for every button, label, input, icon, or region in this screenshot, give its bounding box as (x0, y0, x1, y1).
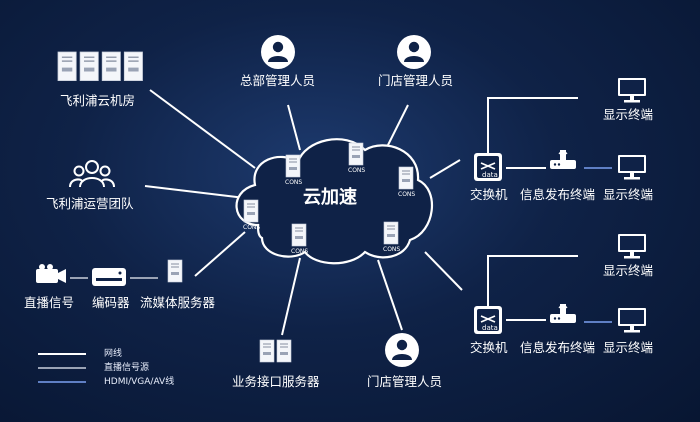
store-admin-bottom-label: 门店管理人员 (367, 374, 443, 389)
switch-2-label: 交换机 (470, 340, 508, 355)
api-server-icon (259, 339, 292, 363)
display-4-icon (618, 308, 646, 333)
hdmi-links (584, 167, 612, 323)
legend-label-hdmi: HDMI/VGA/AV线 (104, 377, 175, 387)
switch-1-data-label: data (482, 171, 498, 179)
display-2-label: 显示终端 (603, 187, 654, 202)
display-4-label: 显示终端 (603, 340, 654, 355)
publisher-2-icon (549, 303, 577, 324)
cons-label: CONS (285, 179, 303, 186)
cloud-room-servers-icon (57, 51, 144, 82)
network-links (144, 89, 578, 336)
cons-label: CONS (398, 191, 416, 198)
publisher-1-icon (549, 149, 577, 170)
cloud-room-label: 飞利浦云机房 (60, 93, 136, 108)
legend-label-network-cable: 网线 (104, 349, 123, 359)
display-3-icon (618, 234, 646, 259)
cloud-label: 云加速 (303, 187, 357, 208)
switch-2-data-label: data (482, 324, 498, 332)
live-signal-label: 直播信号 (24, 295, 75, 310)
store-admin-top-label: 门店管理人员 (378, 73, 454, 88)
hq-admin-avatar-icon (261, 35, 295, 69)
team-icon (69, 160, 115, 188)
display-2-icon (618, 155, 646, 180)
display-1-label: 显示终端 (603, 107, 654, 122)
switch-1-label: 交换机 (470, 187, 508, 202)
cons-label: CONS (291, 248, 309, 255)
hq-admin-label: 总部管理人员 (240, 73, 316, 88)
cloud-shape (235, 138, 433, 265)
store-admin-top-avatar-icon (397, 35, 431, 69)
cons-label: CONS (243, 224, 261, 231)
cons-label: CONS (348, 167, 366, 174)
display-1-icon (618, 78, 646, 103)
publisher-1-label: 信息发布终端 (520, 187, 596, 202)
streaming-server-icon (167, 259, 183, 283)
encoder-label: 编码器 (92, 295, 130, 310)
publisher-2-label: 信息发布终端 (520, 340, 596, 355)
encoder-icon (92, 268, 126, 286)
streaming-server-label: 流媒体服务器 (140, 295, 216, 310)
legend-swatches (38, 353, 86, 383)
ops-team-label: 飞利浦运营团队 (46, 196, 134, 211)
cons-label: CONS (383, 246, 401, 253)
camera-icon (36, 264, 66, 283)
api-server-label: 业务接口服务器 (232, 374, 320, 389)
store-admin-bottom-avatar-icon (385, 333, 419, 367)
display-3-label: 显示终端 (603, 263, 654, 278)
legend-label-live-signal: 直播信号源 (104, 363, 150, 373)
